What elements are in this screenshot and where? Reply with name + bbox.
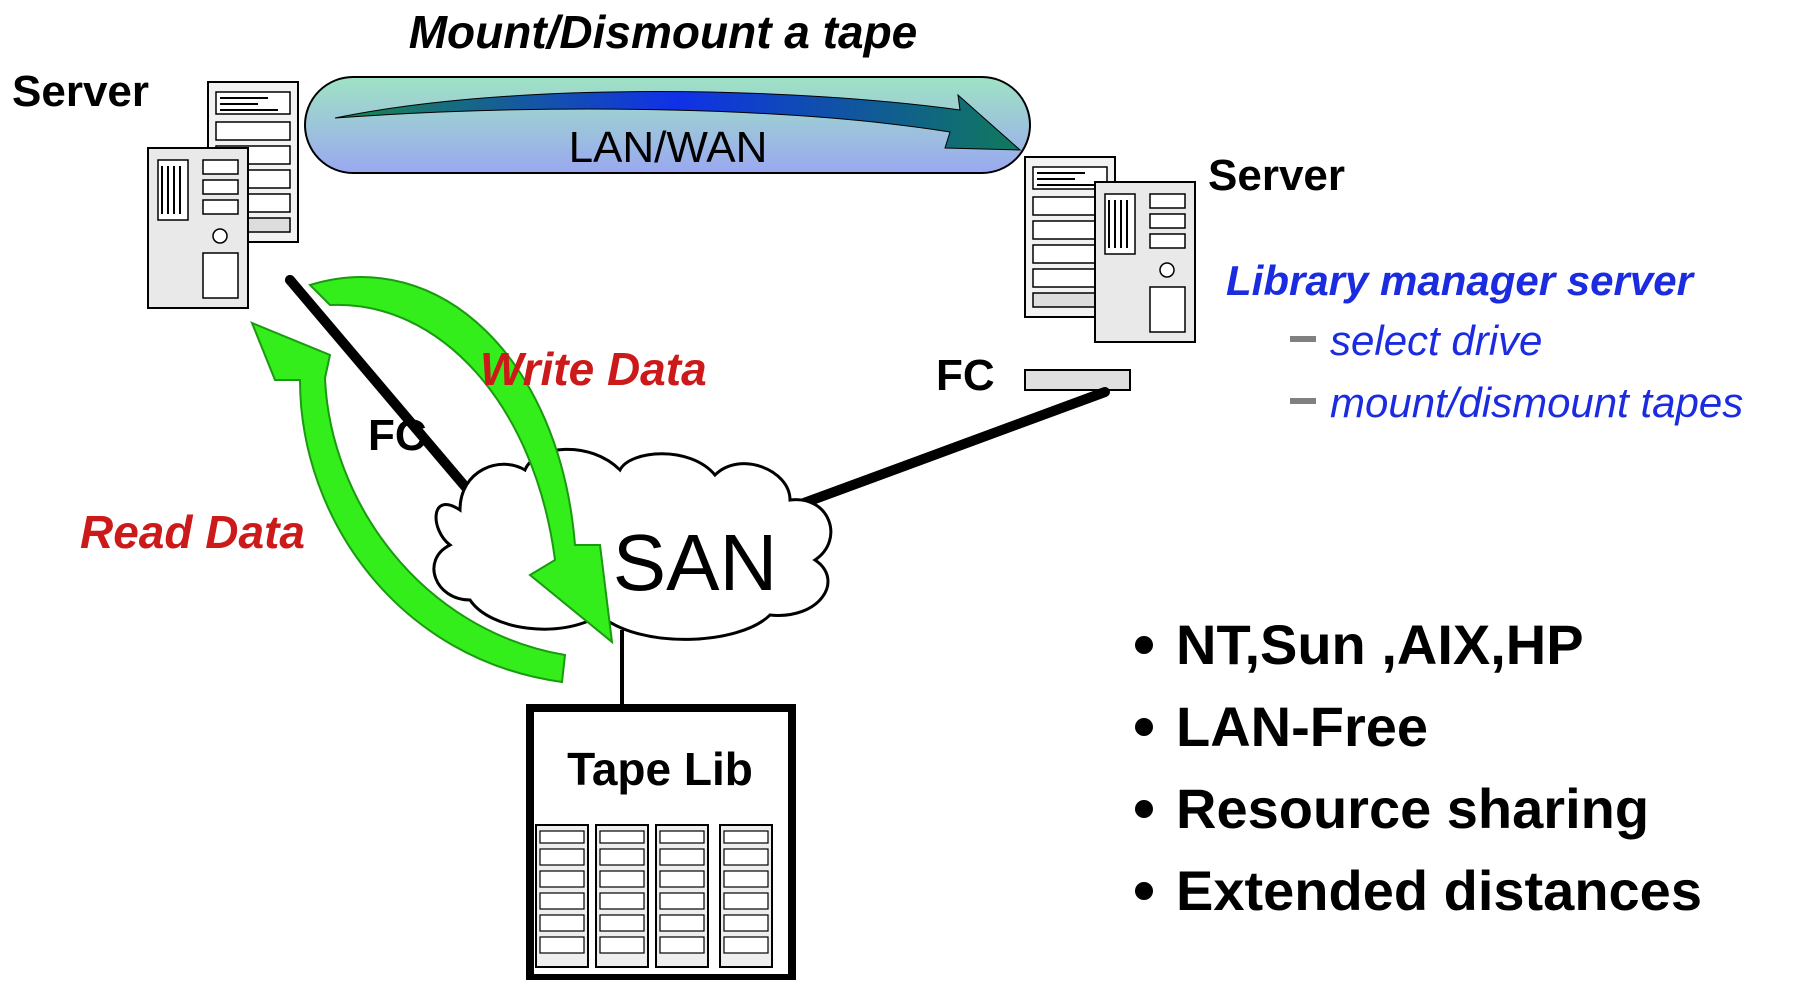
library-manager-item: mount/dismount tapes — [1330, 379, 1743, 426]
lan-wan-arrow — [334, 91, 1022, 151]
bullet-icon — [1135, 718, 1153, 736]
dash-icon — [1290, 398, 1316, 404]
fc-link-left — [285, 275, 490, 515]
write-data-arrow — [308, 276, 614, 645]
read-data-label: Read Data — [80, 506, 305, 558]
feature-item: Resource sharing — [1176, 777, 1649, 840]
tape-library-label: Tape Lib — [567, 743, 753, 795]
san-cloud — [432, 447, 833, 641]
fc-left-label: FC — [368, 411, 427, 460]
feature-item: NT,Sun ,AIX,HP — [1176, 613, 1584, 676]
dash-icon — [1290, 336, 1316, 342]
library-manager-item: select drive — [1330, 317, 1542, 364]
diagram-title: Mount/Dismount a tape — [409, 6, 918, 58]
feature-item: Extended distances — [1176, 859, 1702, 922]
fc-right-label: FC — [936, 351, 995, 400]
server-right-label: Server — [1208, 151, 1345, 200]
library-manager-title: Library manager server — [1226, 257, 1696, 304]
bullet-icon — [1135, 800, 1153, 818]
server-left-label: Server — [12, 67, 149, 116]
read-data-arrow — [250, 321, 567, 684]
bullet-icon — [1135, 636, 1153, 654]
san-label: SAN — [613, 518, 778, 607]
fc-link-right — [780, 387, 1110, 515]
tape-library — [526, 704, 796, 982]
server-left — [147, 81, 299, 309]
feature-list: NT,Sun ,AIX,HP LAN-Free Resource sharing… — [1135, 613, 1702, 922]
lan-wan-label: LAN/WAN — [569, 123, 768, 172]
write-data-label: Write Data — [480, 343, 707, 395]
bullet-icon — [1135, 882, 1153, 900]
server-right — [1024, 156, 1196, 391]
feature-item: LAN-Free — [1176, 695, 1428, 758]
